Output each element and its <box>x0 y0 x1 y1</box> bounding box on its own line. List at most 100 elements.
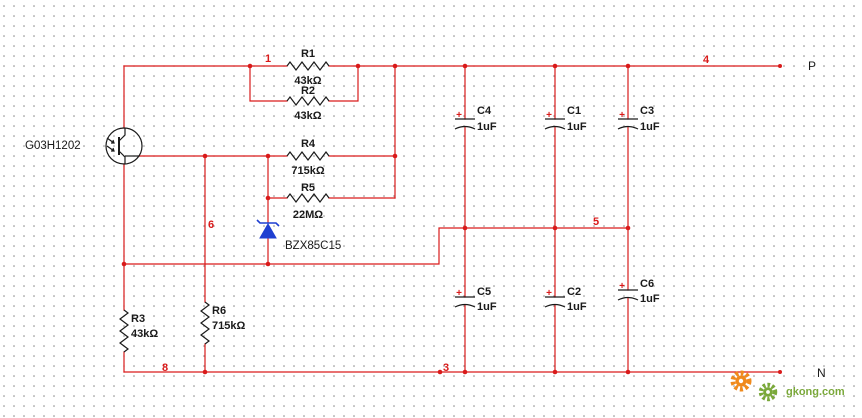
resistor-r4-body[interactable] <box>286 151 330 161</box>
resistor-r6[interactable]: R6 715kΩ <box>200 301 245 345</box>
wire-net-5[interactable] <box>123 227 629 265</box>
sensor-body-circle[interactable] <box>105 127 143 165</box>
resistor-r5-body[interactable] <box>286 193 330 203</box>
resistor-r1-body[interactable] <box>286 61 330 71</box>
junction-dot <box>121 261 127 267</box>
gear-logo-icon <box>730 370 778 402</box>
junction-dot <box>625 63 631 69</box>
light-arrow-icon <box>106 145 115 152</box>
capacitor-c1[interactable]: + C1 1uF <box>544 105 587 133</box>
junction-dot <box>392 63 398 69</box>
capacitor-c3-value: 1uF <box>640 121 660 133</box>
light-arrow-icon <box>106 137 115 144</box>
capacitor-c3[interactable]: + C3 1uF <box>617 105 660 133</box>
junction-dot <box>392 153 398 159</box>
junction-dot <box>625 369 631 375</box>
capacitor-c6-ref: C6 <box>640 278 654 290</box>
resistor-r1-value: 43kΩ <box>294 75 321 87</box>
net-label-3: 3 <box>443 362 449 374</box>
net-label-4: 4 <box>703 54 710 66</box>
sensor-emitter-lead <box>118 150 126 164</box>
green-gear-hole <box>766 390 770 394</box>
resistor-r6-body[interactable] <box>200 301 210 345</box>
resistor-r5[interactable]: R5 22MΩ <box>286 182 330 221</box>
capacitor-c2-polarity: + <box>546 288 552 299</box>
junction-dot <box>552 369 558 375</box>
net-label-1: 1 <box>265 53 271 65</box>
junction-dot <box>265 261 271 267</box>
zener-diode-cathode-bar[interactable] <box>256 219 280 227</box>
junction-dot <box>265 195 271 201</box>
resistor-r4-value: 715kΩ <box>291 165 324 177</box>
junction-dot <box>552 63 558 69</box>
orange-gear-hole <box>738 378 744 384</box>
capacitor-c5-plate-negative[interactable] <box>454 303 476 308</box>
zener-diode-icon[interactable] <box>256 219 280 239</box>
resistor-r3[interactable]: R3 43kΩ <box>119 309 158 353</box>
capacitor-c2-plate-negative[interactable] <box>544 303 566 308</box>
junction-dot <box>355 63 361 69</box>
capacitor-c4-ref: C4 <box>477 105 492 117</box>
junction-dot <box>625 225 631 231</box>
capacitor-c5-ref: C5 <box>477 286 491 298</box>
capacitor-c4[interactable]: + C4 1uF <box>454 105 497 133</box>
phototransistor-icon[interactable] <box>105 127 143 165</box>
sensor-g03h1202[interactable]: G03H1202 <box>25 127 143 165</box>
capacitor-c2[interactable]: + C2 1uF <box>544 286 587 313</box>
resistor-r2-body[interactable] <box>286 96 330 106</box>
resistor-r4-ref: R4 <box>301 138 316 150</box>
resistor-r3-body[interactable] <box>119 309 129 353</box>
terminal-dot-n[interactable] <box>778 370 782 374</box>
capacitor-c4-value: 1uF <box>477 121 497 133</box>
sensor-collector-lead <box>118 128 126 142</box>
wire-r2-loop-right[interactable] <box>328 65 359 102</box>
terminal-label-n: N <box>817 366 826 380</box>
watermark-logo: gkong.com <box>730 370 845 402</box>
capacitor-c1-plate-negative[interactable] <box>544 125 566 130</box>
capacitor-c5-value: 1uF <box>477 301 497 313</box>
resistor-r2-ref: R2 <box>301 85 315 97</box>
capacitor-c6-plate-negative[interactable] <box>617 296 639 301</box>
sensor-part: G03H1202 <box>25 140 81 152</box>
watermark-text: gkong.com <box>786 386 845 398</box>
terminal-label-p: P <box>808 59 816 73</box>
junction-dot <box>437 369 443 375</box>
net-label-5: 5 <box>593 216 599 228</box>
capacitor-c4-polarity: + <box>456 110 462 121</box>
junction-dot <box>202 153 208 159</box>
orange-gear-icon <box>730 370 752 392</box>
junction-dot <box>462 63 468 69</box>
resistor-r6-ref: R6 <box>212 305 226 317</box>
resistor-r2[interactable]: R2 43kΩ <box>286 85 330 122</box>
wires[interactable] <box>123 65 781 373</box>
zener-diode-triangle[interactable] <box>259 222 277 239</box>
junction-dot <box>462 369 468 375</box>
junction-dot <box>265 153 271 159</box>
junction-dot <box>552 225 558 231</box>
capacitor-c2-value: 1uF <box>567 301 587 313</box>
zener-diode-part: BZX85C15 <box>285 240 341 252</box>
capacitor-c3-plate-negative[interactable] <box>617 125 639 130</box>
junction-dot <box>462 225 468 231</box>
capacitor-c1-ref: C1 <box>567 105 581 117</box>
green-gear-icon <box>758 382 778 402</box>
capacitor-c1-value: 1uF <box>567 121 587 133</box>
net-label-8: 8 <box>162 362 168 374</box>
terminal-dot-p[interactable] <box>778 64 782 68</box>
zener-diode[interactable]: BZX85C15 <box>256 219 341 252</box>
capacitor-c6[interactable]: + C6 1uF <box>617 278 660 305</box>
capacitor-c5[interactable]: + C5 1uF <box>454 286 497 313</box>
capacitor-c5-polarity: + <box>456 288 462 299</box>
capacitor-c6-value: 1uF <box>640 293 660 305</box>
resistor-r4[interactable]: R4 715kΩ <box>286 138 330 177</box>
capacitor-c4-plate-negative[interactable] <box>454 125 476 130</box>
resistor-r3-value: 43kΩ <box>131 328 158 340</box>
capacitor-c2-ref: C2 <box>567 286 581 298</box>
resistor-r1[interactable]: R1 43kΩ <box>286 48 330 87</box>
capacitor-c6-polarity: + <box>619 281 625 292</box>
junction-dots <box>121 63 782 375</box>
wire-r2-loop-left[interactable] <box>249 65 288 102</box>
net-label-6: 6 <box>208 219 214 231</box>
